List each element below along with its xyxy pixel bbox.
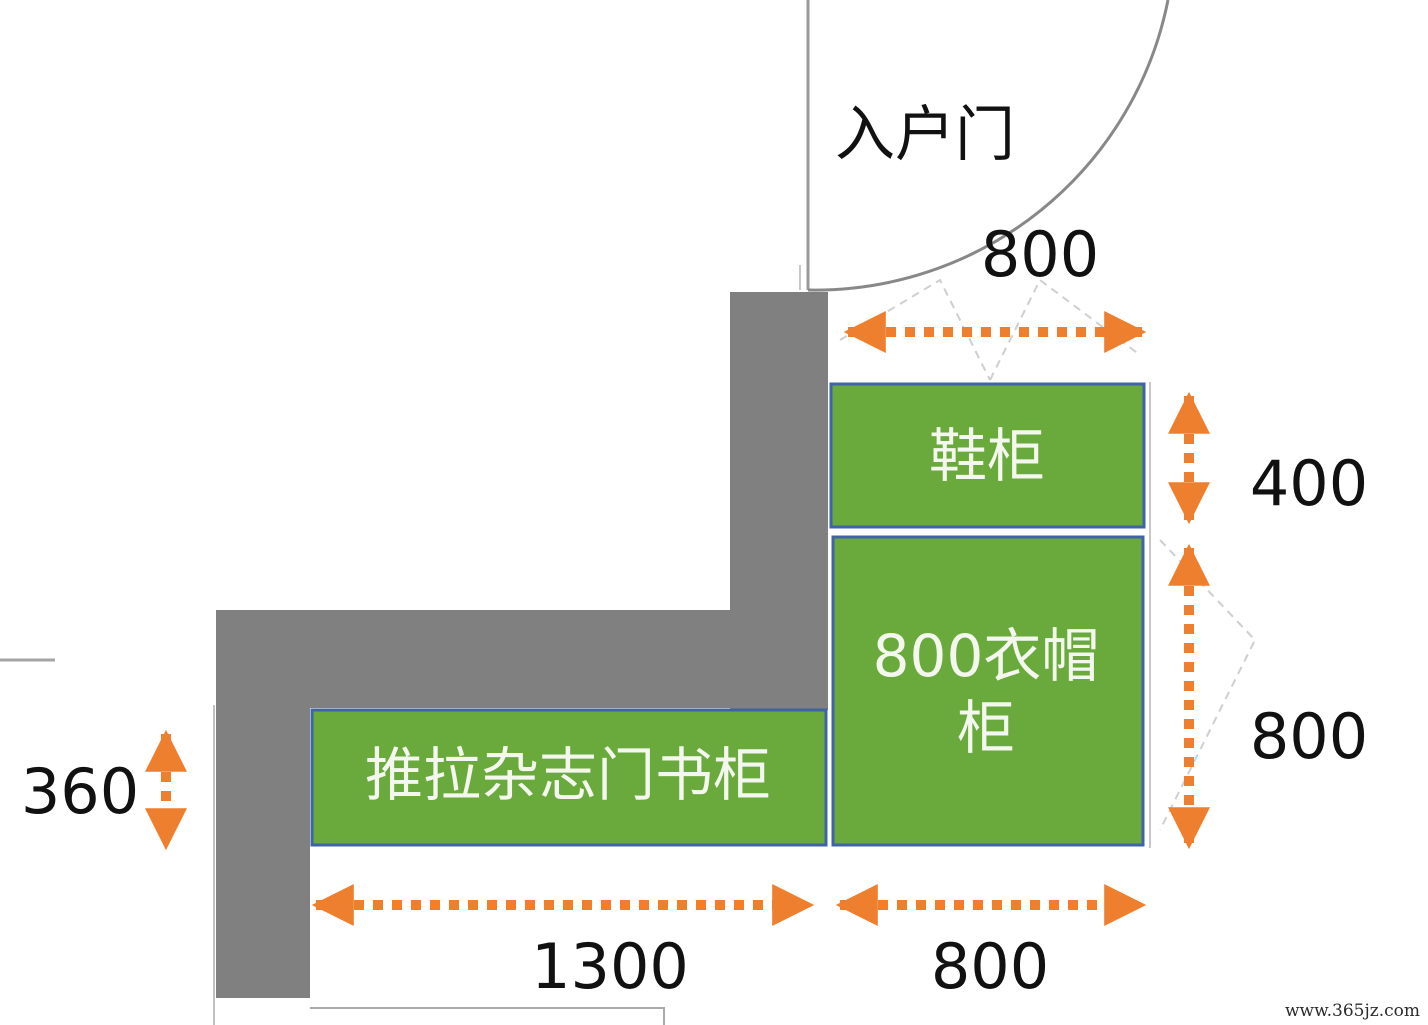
wardrobe-cabinet [831,535,1145,847]
door-swing-arc [807,0,1170,292]
top-width-label: 800 [981,218,1099,291]
wardrobe-cabinet-label-line2: 柜 [957,694,1015,762]
wall-vertical-left [216,610,310,998]
bookcase-cabinet [310,708,828,847]
bottom-base-line [310,1007,665,1025]
wardrobe-cabinet-label-line1: 800衣帽 [873,622,1100,690]
watermark-text: www.365jz.com [1285,1001,1420,1021]
dimension-labels: 800 400 800 360 1300 800 [21,218,1368,1003]
wall-horizontal [216,610,828,708]
entry-door-label: 入户门 [835,100,1015,170]
bookcase-depth-label: 360 [21,755,139,828]
walls [216,292,828,998]
shoe-depth-label: 400 [1250,447,1368,520]
cabinets: 鞋柜 800衣帽 柜 推拉杂志门书柜 [310,382,1146,847]
bookcase-width-label: 1300 [531,930,689,1003]
bottom-width-label: 800 [931,930,1049,1003]
plan-lines [0,0,1170,1025]
shoe-cabinet [829,382,1146,529]
wardrobe-depth-label: 800 [1250,700,1368,773]
bookcase-cabinet-label: 推拉杂志门书柜 [365,741,771,809]
shoe-cabinet-label: 鞋柜 [929,422,1045,490]
dimension-arrows [145,311,1210,926]
